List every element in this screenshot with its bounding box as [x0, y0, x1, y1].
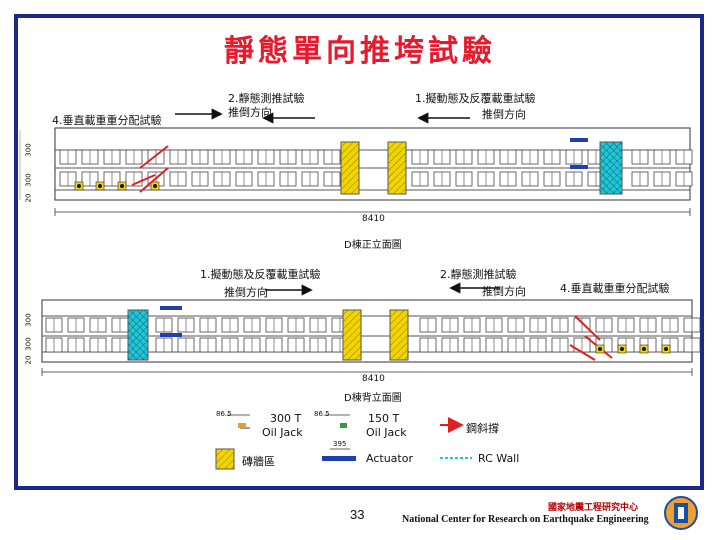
total-dimension: 8410	[362, 374, 385, 384]
steel-brace	[569, 344, 596, 361]
dimension-label: 300	[24, 143, 33, 157]
infill-legend-swatch	[215, 448, 235, 470]
org-name-zh: 國家地震工程研究中心	[548, 503, 639, 513]
legend-rc-wall: RC Wall	[478, 452, 520, 465]
legend-steel-brace: 鋼斜撐	[466, 422, 499, 435]
push-direction-label: 推倒方向	[482, 108, 526, 121]
test-label-vertical-load: 4.垂直載重重分配試驗	[52, 114, 162, 127]
actuator-dimension: 395	[333, 440, 347, 448]
steel-brace	[574, 315, 601, 341]
jack-dimension: 86.5	[216, 410, 232, 418]
push-direction-label: 推倒方向	[228, 106, 272, 119]
steel-brace	[139, 167, 169, 193]
oil-jack-300-symbol	[238, 423, 246, 428]
test-label-pseudo-dynamic: 1.擬動態及反覆載重試驗	[200, 268, 321, 281]
legend-infill: 磚牆區	[242, 455, 275, 468]
push-direction-label: 推倒方向	[482, 285, 526, 298]
infill-wall-block	[389, 309, 409, 361]
total-dimension: 8410	[362, 214, 385, 224]
infill-wall-block	[340, 141, 360, 195]
steel-brace	[139, 145, 169, 169]
elevation-caption: D棟背立面圖	[344, 393, 402, 404]
dimension-label: 20	[24, 193, 33, 203]
test-label-pseudo-dynamic: 1.擬動態及反覆載重試驗	[415, 92, 536, 105]
dimension-label: 20	[24, 355, 33, 365]
actuator-bar	[160, 306, 182, 310]
test-label-static-pushover: 2.靜態測推試驗	[228, 92, 305, 105]
legend-actuator: Actuator	[366, 452, 413, 465]
jack-dimension: 86.5	[314, 410, 330, 418]
dimension-label: 300	[24, 173, 33, 187]
oil-jack-150-symbol	[340, 423, 347, 428]
slide-title: 靜態單向推垮試驗	[224, 34, 496, 69]
actuator-legend-bar	[322, 456, 356, 461]
actuator-bar	[570, 165, 588, 169]
legend-oil-jack-150: 150 T	[368, 412, 400, 425]
push-direction-label: 推倒方向	[224, 286, 268, 299]
dimension-label: 300	[24, 313, 33, 327]
actuator-bar	[160, 333, 182, 337]
test-label-static-pushover: 2.靜態測推試驗	[440, 268, 517, 281]
slide-frame	[14, 14, 704, 490]
steel-brace	[131, 174, 156, 186]
legend-oil-jack-150-sub: Oil Jack	[366, 426, 407, 439]
legend	[215, 414, 472, 470]
org-name-en: National Center for Research on Earthqua…	[402, 514, 649, 525]
page-number: 33	[350, 507, 365, 522]
legend-oil-jack-300-sub: Oil Jack	[262, 426, 303, 439]
dimension-label: 300	[24, 337, 33, 351]
ncree-logo	[664, 496, 698, 530]
bottom-elevation	[41, 282, 701, 376]
test-label-vertical-load: 4.垂直載重重分配試驗	[560, 282, 670, 295]
top-elevation	[19, 108, 693, 216]
infill-wall-block	[387, 141, 407, 195]
legend-oil-jack-300: 300 T	[270, 412, 302, 425]
actuator-bar	[570, 138, 588, 142]
rc-wall-block	[599, 141, 623, 195]
elevation-caption: D棟正立面圖	[344, 240, 402, 251]
infill-wall-block	[342, 309, 362, 361]
rc-wall-block	[127, 309, 149, 361]
